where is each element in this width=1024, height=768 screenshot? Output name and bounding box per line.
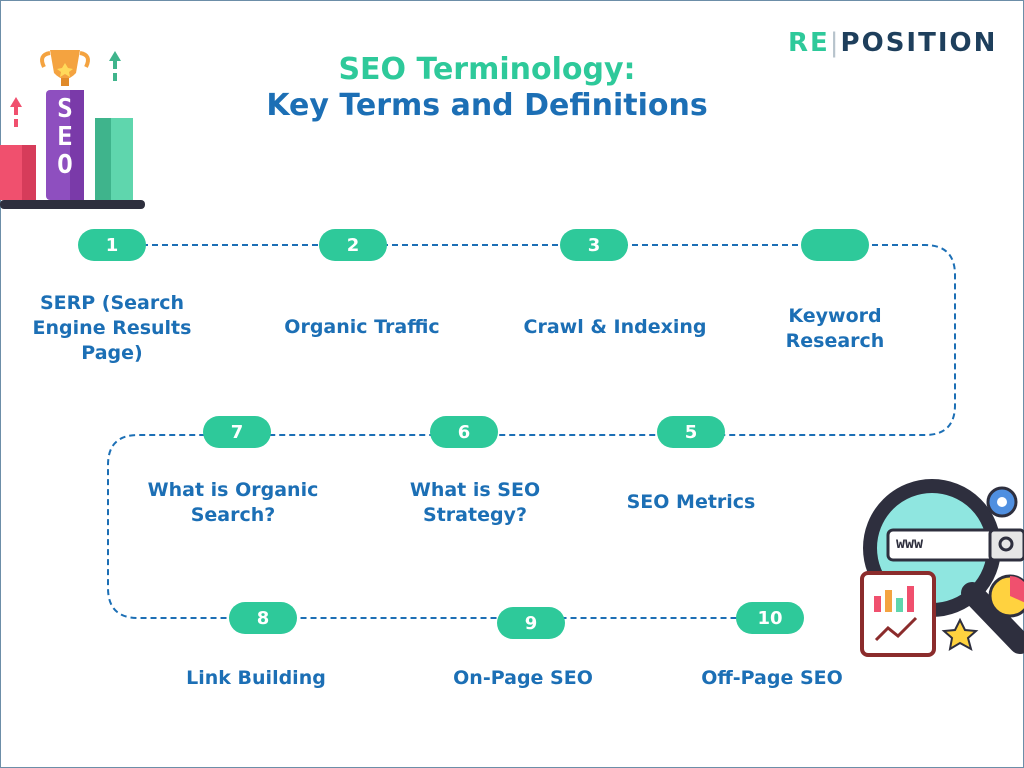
step-badge-1: 1 (78, 229, 146, 261)
step-label-crawl-indexing: Crawl & Indexing (523, 316, 707, 338)
step-label-off-page-seo: Off-Page SEO (701, 667, 843, 689)
logo-separator: | (829, 28, 841, 58)
trophy-letter-o: O (57, 150, 73, 180)
step-label-serp: SERP (Search Engine Results Page) (32, 292, 192, 364)
seo-analytics-illustration (860, 479, 1024, 657)
step-label-link-building: Link Building (186, 667, 326, 689)
step-badge-6: 6 (430, 416, 498, 448)
title-line-2: Key Terms and Definitions (266, 88, 708, 123)
logo-part-re: RE (788, 28, 830, 58)
step-label-on-page-seo: On-Page SEO (453, 667, 593, 689)
seo-trophy-illustration (0, 50, 145, 209)
step-label-organic-search: What is Organic Search? (147, 479, 319, 526)
step-badge-8: 8 (229, 602, 297, 634)
logo-part-position: POSITION (840, 28, 998, 58)
step-label-organic-traffic: Organic Traffic (284, 316, 440, 338)
step-badge-2: 2 (319, 229, 387, 261)
step-label-seo-metrics: SEO Metrics (626, 491, 756, 513)
trophy-letter-e: E (57, 122, 73, 152)
step-badge-9: 9 (497, 607, 565, 639)
trophy-letter-s: S (57, 94, 73, 124)
trophy-letters: S E O (46, 95, 84, 179)
search-bar-text: www (896, 534, 924, 552)
step-badge-4 (801, 229, 869, 261)
step-badge-7: 7 (203, 416, 271, 448)
step-badge-10: 10 (736, 602, 804, 634)
step-label-seo-strategy: What is SEO Strategy? (409, 479, 541, 526)
step-label-keyword-research: Keyword Research (785, 305, 885, 352)
step-badge-3: 3 (560, 229, 628, 261)
title-line-1: SEO Terminology: (338, 52, 636, 87)
step-badge-5: 5 (657, 416, 725, 448)
reposition-logo: RE|POSITION (788, 28, 997, 58)
